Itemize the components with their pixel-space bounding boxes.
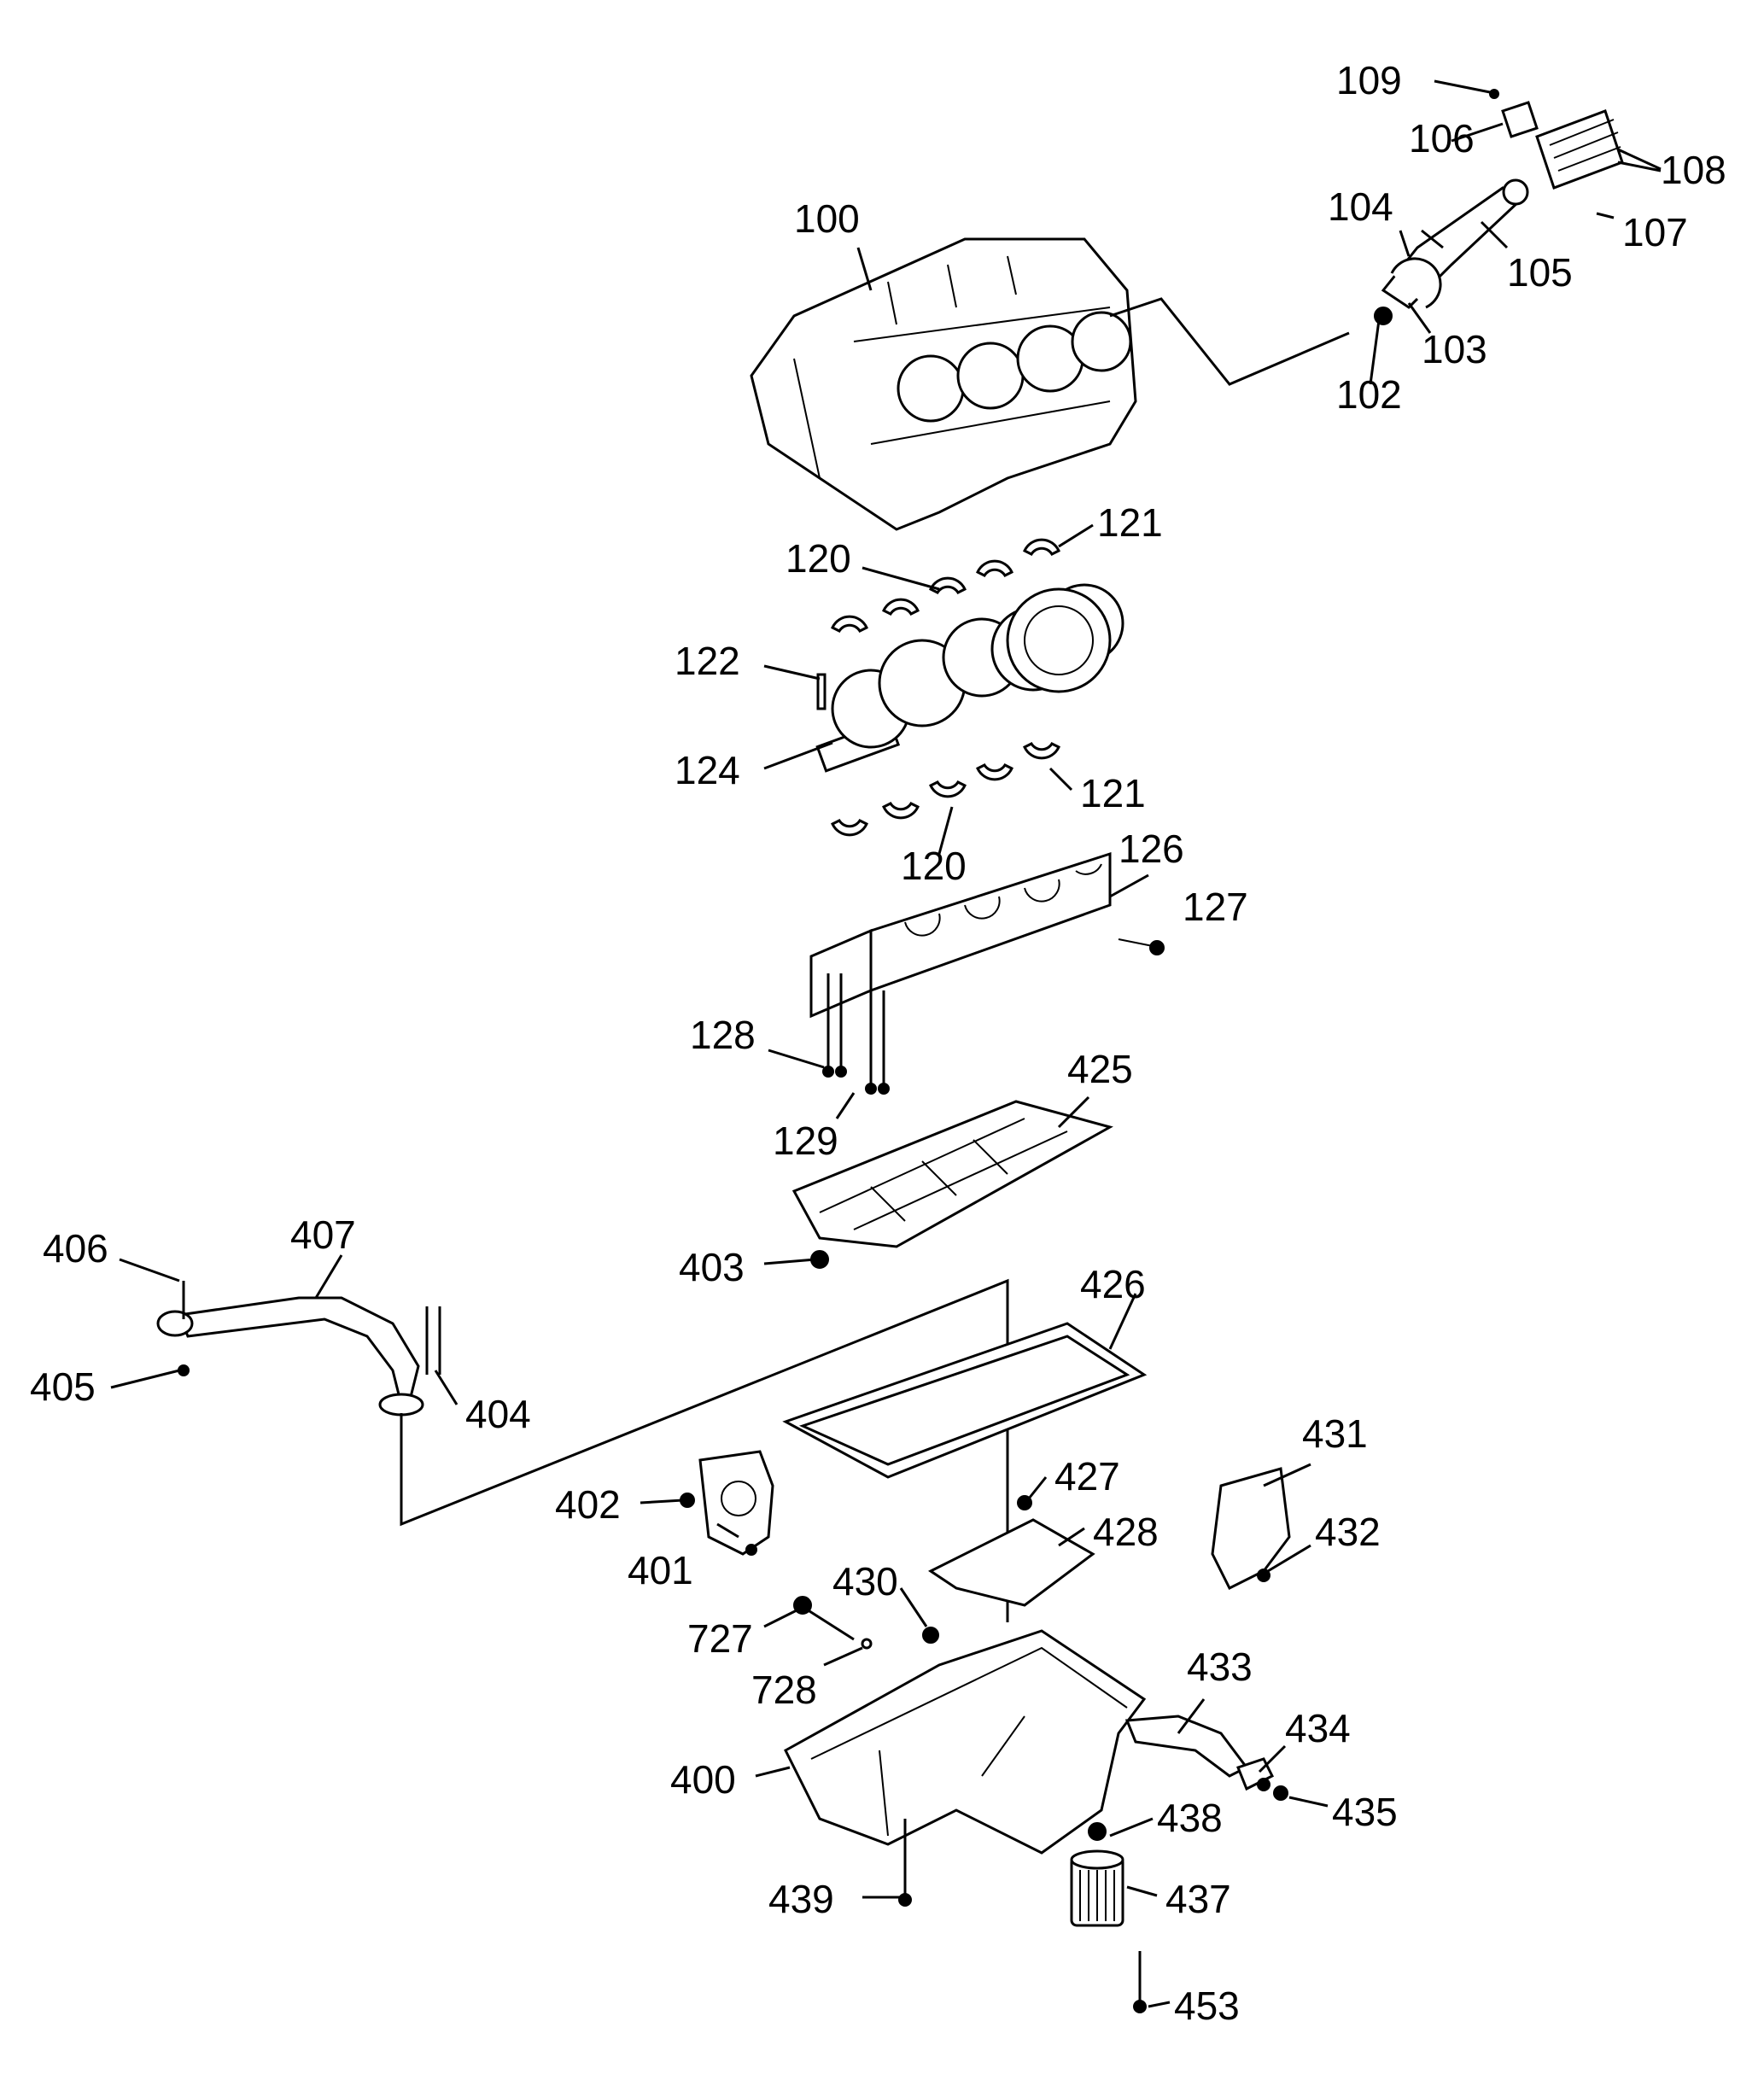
- callout-727: 727: [687, 1616, 753, 1661]
- oil-filter-adapter-part: [1124, 1715, 1288, 1801]
- windage-tray-part: [791, 1100, 1113, 1248]
- callout-426: 426: [1080, 1262, 1146, 1306]
- oil-pan-gasket-part: [782, 1322, 1148, 1479]
- callout-127: 127: [1183, 885, 1248, 929]
- callout-433: 433: [1187, 1645, 1253, 1689]
- piston-rod-assembly-part: [1374, 89, 1624, 325]
- callout-406: 406: [43, 1226, 108, 1271]
- bolt-439-part: [898, 1819, 912, 1907]
- callout-453: 453: [1174, 1983, 1240, 2028]
- callout-434: 434: [1285, 1706, 1351, 1750]
- callout-126: 126: [1119, 827, 1184, 871]
- callout-403: 403: [679, 1245, 745, 1289]
- callout-100: 100: [794, 196, 860, 241]
- callout-401: 401: [628, 1548, 693, 1592]
- callout-129: 129: [773, 1119, 838, 1163]
- leader-lines: [110, 79, 1662, 2008]
- callout-728: 728: [751, 1668, 817, 1712]
- callout-121-upper: 121: [1097, 500, 1163, 545]
- filter-shield-part: [1211, 1467, 1291, 1591]
- callout-404: 404: [465, 1392, 531, 1436]
- callout-122: 122: [675, 639, 740, 683]
- drain-plug-part: [793, 1596, 873, 1650]
- callout-104: 104: [1328, 184, 1393, 229]
- upper-bearings-part: [831, 538, 1060, 633]
- main-bearing-caps-part: [809, 851, 1165, 1019]
- cap-bolts-part: [822, 973, 890, 1095]
- oil-pan-part: [784, 1629, 1147, 1855]
- callout-124: 124: [675, 748, 740, 792]
- callout-427: 427: [1054, 1454, 1120, 1499]
- plug-430-part: [922, 1627, 939, 1644]
- callout-425: 425: [1067, 1047, 1133, 1091]
- callout-432: 432: [1315, 1510, 1381, 1554]
- callout-400: 400: [670, 1757, 736, 1802]
- connecting-line: [400, 1278, 1009, 1622]
- engine-block-part: [750, 237, 1137, 531]
- callout-407: 407: [290, 1212, 356, 1257]
- lower-bearings-part: [831, 742, 1060, 837]
- callout-438: 438: [1157, 1796, 1223, 1840]
- oil-pan-baffle-part: [928, 1495, 1095, 1607]
- callout-105: 105: [1507, 250, 1573, 295]
- callout-430: 430: [832, 1559, 898, 1604]
- callout-109: 109: [1336, 58, 1402, 102]
- callout-121-lower: 121: [1080, 771, 1146, 815]
- callout-428: 428: [1093, 1510, 1159, 1554]
- callout-435: 435: [1332, 1790, 1398, 1834]
- connecting-line: [1109, 297, 1350, 386]
- callout-431: 431: [1302, 1411, 1368, 1456]
- callout-439: 439: [768, 1877, 834, 1921]
- callout-103: 103: [1422, 327, 1487, 371]
- callout-128: 128: [690, 1013, 756, 1057]
- callout-102: 102: [1336, 372, 1402, 417]
- rear-cover-part: [680, 1450, 774, 1556]
- oil-filter-part: [1070, 1822, 1124, 1927]
- callout-437: 437: [1165, 1877, 1231, 1921]
- crankshaft-part: [815, 583, 1124, 773]
- callout-120-lower: 120: [901, 844, 967, 888]
- bolt-453-part: [1133, 1951, 1147, 2013]
- callout-106: 106: [1409, 116, 1475, 161]
- oil-level-indicator-tube-part: [156, 1281, 441, 1417]
- callout-108: 108: [1661, 148, 1726, 192]
- callout-107: 107: [1622, 210, 1688, 254]
- callout-402: 402: [555, 1482, 621, 1527]
- callout-405: 405: [30, 1364, 96, 1409]
- callout-120-upper: 120: [786, 536, 851, 581]
